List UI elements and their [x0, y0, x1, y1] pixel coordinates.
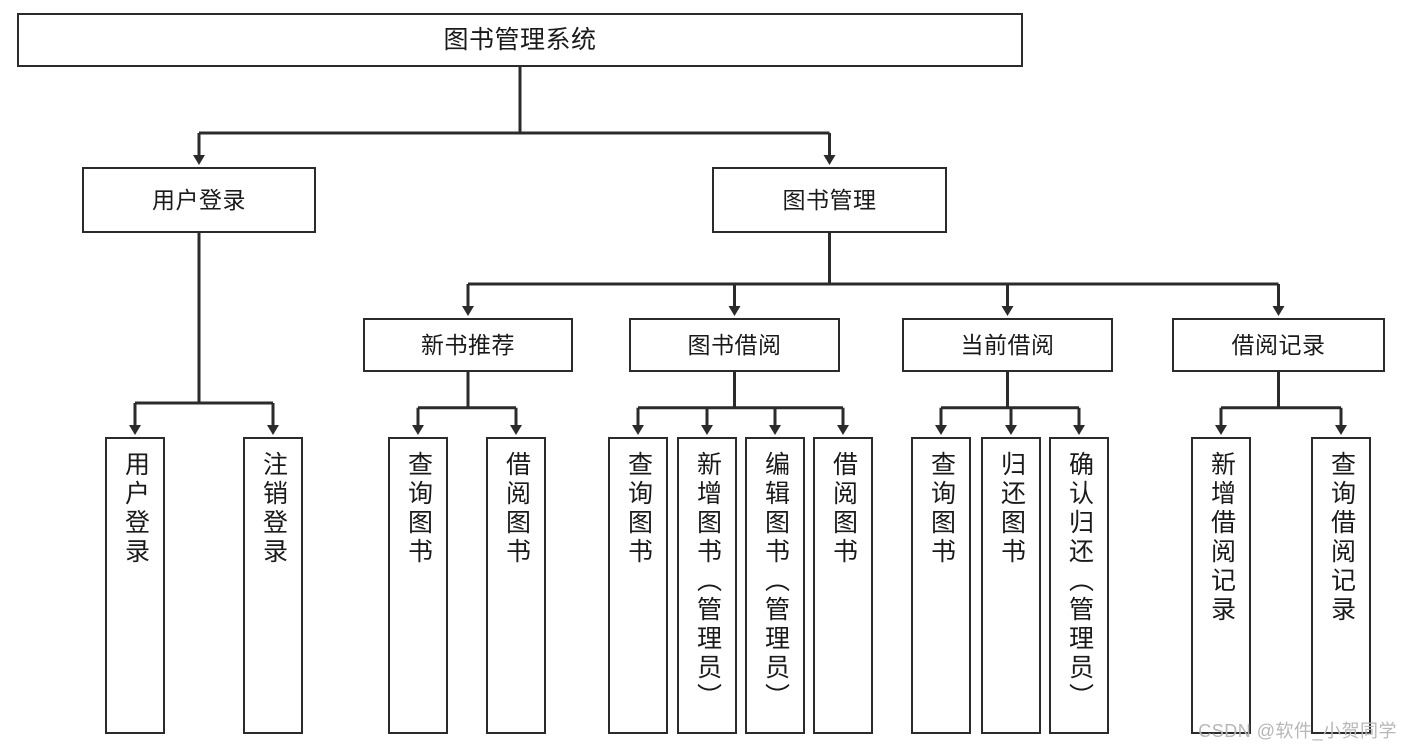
node-leaf-3[interactable]: 查询图书	[388, 437, 448, 734]
node-label: 查询图书	[404, 451, 433, 567]
node-leaf-1[interactable]: 用户登录	[105, 437, 165, 734]
node-leaf-13[interactable]: 查询借阅记录	[1311, 437, 1371, 734]
node-leaf-4[interactable]: 借阅图书	[486, 437, 546, 734]
node-l2-2[interactable]: 图书管理	[712, 167, 947, 233]
node-label: 归还图书	[997, 451, 1026, 567]
node-l3-2[interactable]: 图书借阅	[629, 318, 840, 372]
node-l3-1[interactable]: 新书推荐	[363, 318, 573, 372]
node-label: 借阅图书	[502, 451, 531, 567]
node-label: 编辑图书（管理员）	[761, 451, 790, 712]
node-l2-1[interactable]: 用户登录	[82, 167, 316, 233]
node-label: 图书管理	[782, 186, 877, 213]
node-label: 新增图书（管理员）	[693, 451, 722, 712]
node-label: 查询借阅记录	[1327, 451, 1356, 625]
node-label: 当前借阅	[960, 331, 1055, 358]
node-label: 新书推荐	[421, 331, 515, 358]
node-l3-3[interactable]: 当前借阅	[902, 318, 1113, 372]
node-leaf-8[interactable]: 借阅图书	[813, 437, 873, 734]
node-leaf-12[interactable]: 新增借阅记录	[1191, 437, 1251, 734]
node-label: 查询图书	[927, 451, 956, 567]
node-leaf-10[interactable]: 归还图书	[981, 437, 1041, 734]
node-label: 用户登录	[121, 451, 150, 567]
node-root[interactable]: 图书管理系统	[17, 13, 1023, 67]
node-label: 确认归还（管理员）	[1065, 451, 1094, 712]
node-leaf-9[interactable]: 查询图书	[911, 437, 971, 734]
node-leaf-5[interactable]: 查询图书	[608, 437, 668, 734]
node-leaf-2[interactable]: 注销登录	[243, 437, 303, 734]
node-label: 借阅图书	[829, 451, 858, 567]
node-label: 查询图书	[624, 451, 653, 567]
node-leaf-7[interactable]: 编辑图书（管理员）	[745, 437, 805, 734]
node-leaf-11[interactable]: 确认归还（管理员）	[1049, 437, 1109, 734]
node-label: 注销登录	[259, 451, 288, 567]
node-l3-4[interactable]: 借阅记录	[1172, 318, 1385, 372]
node-leaf-6[interactable]: 新增图书（管理员）	[677, 437, 737, 734]
node-label: 新增借阅记录	[1207, 451, 1236, 625]
node-label: 图书借阅	[687, 331, 782, 358]
node-label: 用户登录	[152, 186, 246, 213]
node-label: 图书管理系统	[443, 25, 597, 54]
node-label: 借阅记录	[1231, 331, 1326, 358]
